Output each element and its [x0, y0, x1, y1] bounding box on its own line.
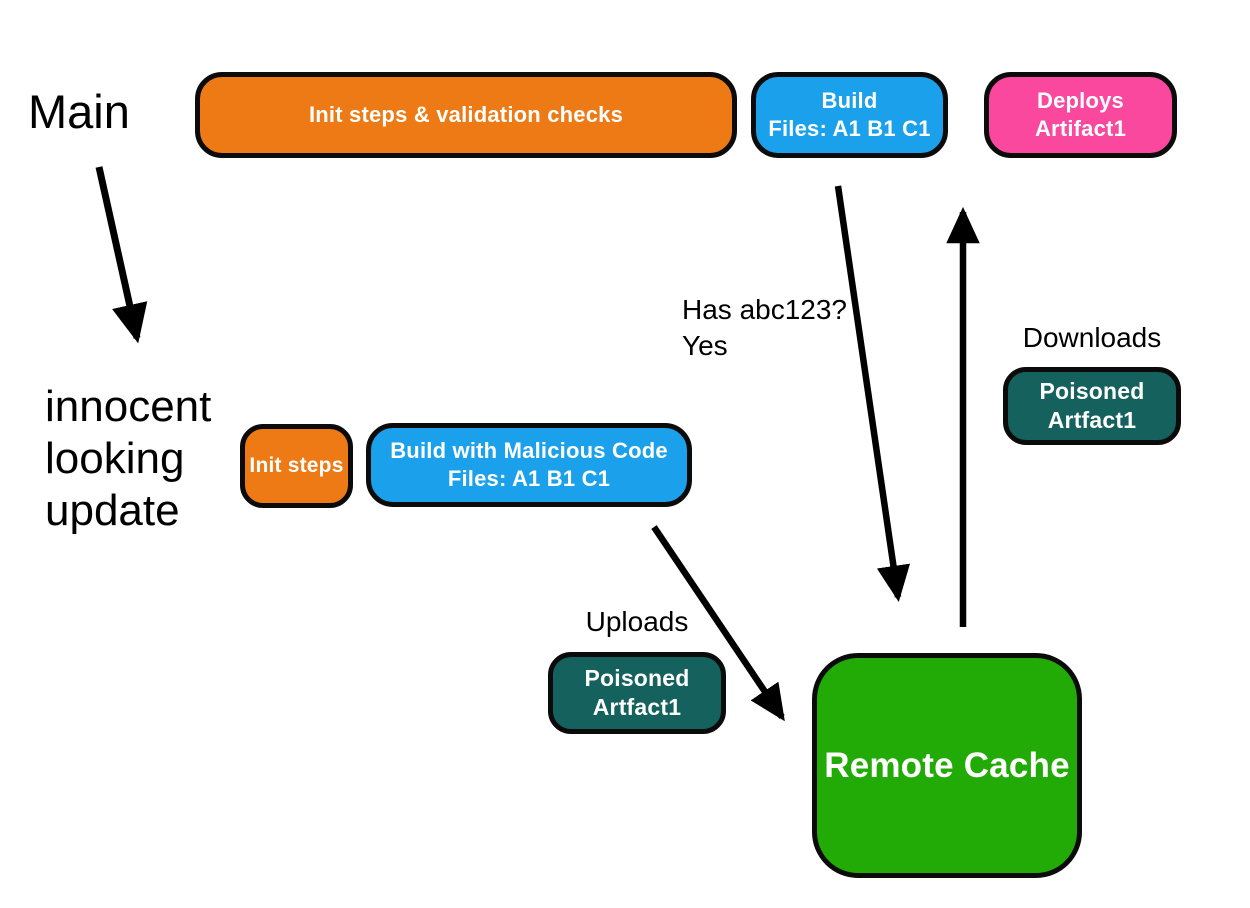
label-innocent-line3: update — [45, 486, 180, 535]
label-main-branch: Main — [28, 85, 130, 138]
node-build-with-malicious-code-line1: Build with Malicious Code — [390, 438, 668, 463]
node-poisoned-artifact-uploaded: Poisoned Artfact1 — [548, 652, 726, 734]
node-remote-cache-label: Remote Cache — [824, 745, 1070, 785]
node-deploys-artifact1-line1: Deploys — [1037, 88, 1124, 113]
node-poisoned-artifact-downloaded-line1: Poisoned — [1039, 378, 1145, 404]
node-poisoned-artifact-downloaded: Poisoned Artfact1 — [1003, 367, 1181, 445]
label-uploads: Uploads — [585, 606, 689, 637]
node-build-with-malicious-code: Build with Malicious Code Files: A1 B1 C… — [366, 423, 692, 507]
arrow-main-to-update — [95, 166, 148, 344]
node-init-steps: Init steps — [240, 424, 353, 508]
label-innocent-line2: looking — [45, 434, 185, 483]
node-build-files-line2: Files: A1 B1 C1 — [768, 116, 931, 141]
node-build-files: Build Files: A1 B1 C1 — [751, 72, 948, 158]
label-has-abc123-question: Has abc123? — [682, 294, 848, 325]
node-poisoned-artifact-uploaded-line1: Poisoned — [584, 665, 690, 691]
label-innocent-line1: innocent — [45, 382, 212, 431]
node-build-files-line1: Build — [821, 88, 878, 113]
node-poisoned-artifact-uploaded-line2: Artfact1 — [592, 694, 682, 720]
label-has-abc123-answer: Yes — [682, 330, 728, 361]
label-has-abc123: Has abc123? Yes — [682, 292, 847, 364]
node-build-with-malicious-code-line2: Files: A1 B1 C1 — [447, 466, 611, 491]
node-init-steps-validation-checks-label: Init steps & validation checks — [308, 102, 624, 127]
node-deploys-artifact1: Deploys Artifact1 — [984, 72, 1177, 158]
node-remote-cache: Remote Cache — [812, 653, 1082, 878]
label-innocent-update: innocent looking update — [45, 381, 211, 537]
arrow-build-to-remote-cache — [834, 185, 911, 603]
node-init-steps-validation-checks: Init steps & validation checks — [195, 72, 737, 158]
node-poisoned-artifact-downloaded-line2: Artfact1 — [1047, 407, 1137, 433]
node-deploys-artifact1-line2: Artifact1 — [1034, 116, 1127, 141]
label-downloads: Downloads — [1022, 322, 1162, 353]
node-init-steps-label: Init steps — [249, 454, 344, 477]
